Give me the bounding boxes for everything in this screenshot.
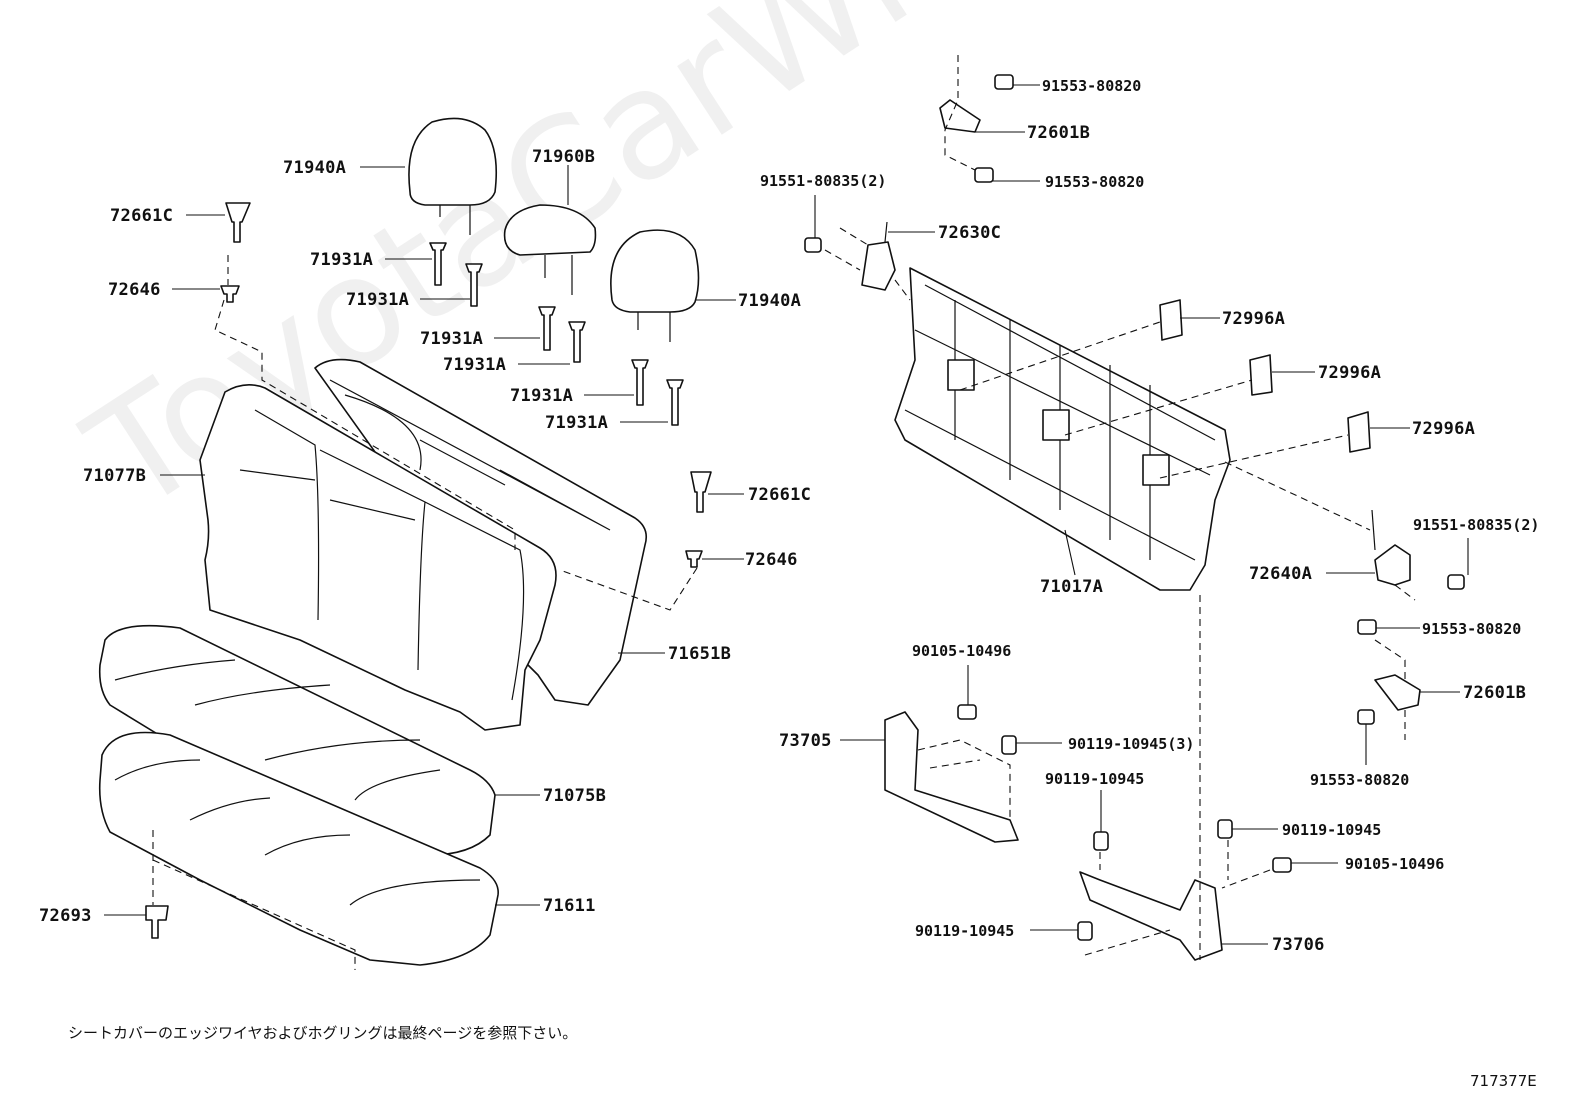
label-72601B-1: 72601B (1027, 123, 1090, 143)
clip-72693[interactable] (145, 905, 169, 939)
label-72693: 72693 (39, 906, 92, 926)
label-90119-10945-2: 90119-10945 (1045, 770, 1144, 788)
label-90119-10945-1: 90119-10945(3) (1068, 735, 1194, 753)
label-71077B: 71077B (83, 466, 146, 486)
label-73705: 73705 (779, 731, 832, 751)
label-71611: 71611 (543, 896, 596, 916)
bolt-91551-80835-2[interactable] (1447, 574, 1465, 590)
label-90119-10945-3: 90119-10945 (1282, 821, 1381, 839)
bracket-72601B-top[interactable] (939, 99, 981, 133)
label-90105-10496-1: 90105-10496 (912, 642, 1011, 660)
bolt-91553-80820-4[interactable] (1357, 709, 1375, 725)
bolt-91551-80835-1[interactable] (804, 237, 822, 253)
label-72661C-2: 72661C (748, 485, 811, 505)
bolt-90119-10945-1[interactable] (1001, 735, 1017, 755)
guide-71931A-6[interactable] (666, 379, 684, 426)
label-71960B: 71960B (532, 147, 595, 167)
label-72661C-1: 72661C (110, 206, 173, 226)
label-91553-80820-3: 91553-80820 (1422, 620, 1521, 638)
label-71931A-5: 71931A (510, 386, 573, 406)
label-90119-10945-4: 90119-10945 (915, 922, 1014, 940)
bracket-73705[interactable] (884, 711, 1019, 843)
label-72646-2: 72646 (745, 550, 798, 570)
guide-71931A-1[interactable] (429, 242, 447, 286)
fastener-72646-1[interactable] (220, 285, 240, 303)
label-71017A: 71017A (1040, 577, 1103, 597)
label-71931A-3: 71931A (420, 329, 483, 349)
label-72996A-1: 72996A (1222, 309, 1285, 329)
diagram-code: 717377E (1470, 1072, 1537, 1090)
label-71931A-2: 71931A (346, 290, 409, 310)
seatback-frame-71017A[interactable] (894, 267, 1231, 591)
belt-guide-72996A-2[interactable] (1249, 354, 1273, 396)
guide-71931A-5[interactable] (631, 359, 649, 406)
label-71931A-1: 71931A (310, 250, 373, 270)
pin-72661C-1[interactable] (225, 202, 251, 243)
label-71940A-1: 71940A (283, 158, 346, 178)
label-71651B: 71651B (668, 644, 731, 664)
cushion-71611[interactable] (98, 731, 499, 966)
bolt-90105-10496-2[interactable] (1272, 857, 1292, 873)
label-90105-10496-2: 90105-10496 (1345, 855, 1444, 873)
label-91551-80835-2: 91551-80835(2) (1413, 516, 1539, 534)
bolt-91553-80820-3[interactable] (1357, 619, 1377, 635)
cushion-71075B[interactable] (98, 624, 496, 856)
label-72640A: 72640A (1249, 564, 1312, 584)
label-71940A-2: 71940A (738, 291, 801, 311)
label-71075B: 71075B (543, 786, 606, 806)
label-71931A-4: 71931A (443, 355, 506, 375)
label-71931A-6: 71931A (545, 413, 608, 433)
label-91553-80820-2: 91553-80820 (1045, 173, 1144, 191)
bolt-90105-10496-1[interactable] (957, 704, 977, 720)
fastener-72646-2[interactable] (685, 550, 703, 568)
guide-71931A-3[interactable] (538, 306, 556, 351)
label-91551-80835-1: 91551-80835(2) (760, 172, 886, 190)
headrest-71940A-right[interactable] (610, 229, 700, 342)
label-91553-80820-1: 91553-80820 (1042, 77, 1141, 95)
belt-guide-72996A-3[interactable] (1347, 411, 1371, 453)
bolt-91553-80820-2[interactable] (974, 167, 994, 183)
bolt-91553-80820-1[interactable] (994, 74, 1014, 90)
headrest-71960B[interactable] (503, 204, 597, 295)
label-72996A-2: 72996A (1318, 363, 1381, 383)
bracket-73706[interactable] (1079, 871, 1223, 961)
guide-71931A-4[interactable] (568, 321, 586, 363)
bracket-72640A[interactable] (1371, 509, 1411, 586)
belt-guide-72996A-1[interactable] (1159, 299, 1183, 341)
bracket-72601B-bottom[interactable] (1374, 674, 1421, 711)
label-72630C: 72630C (938, 223, 1001, 243)
headrest-71940A-left[interactable] (408, 117, 498, 235)
label-91553-80820-4: 91553-80820 (1310, 771, 1409, 789)
footnote: シートカバーのエッジワイヤおよびホグリングは最終ページを参照下さい。 (68, 1024, 578, 1042)
seatback-71077B[interactable] (199, 384, 557, 731)
label-73706: 73706 (1272, 935, 1325, 955)
label-72996A-3: 72996A (1412, 419, 1475, 439)
bolt-90119-10945-4[interactable] (1077, 921, 1093, 941)
bolt-90119-10945-3[interactable] (1217, 819, 1233, 839)
label-72601B-2: 72601B (1463, 683, 1526, 703)
bolt-90119-10945-2[interactable] (1093, 831, 1109, 851)
bracket-72630C[interactable] (861, 221, 896, 291)
guide-71931A-2[interactable] (465, 263, 483, 307)
label-72646-1: 72646 (108, 280, 161, 300)
pin-72661C-2[interactable] (690, 471, 712, 513)
